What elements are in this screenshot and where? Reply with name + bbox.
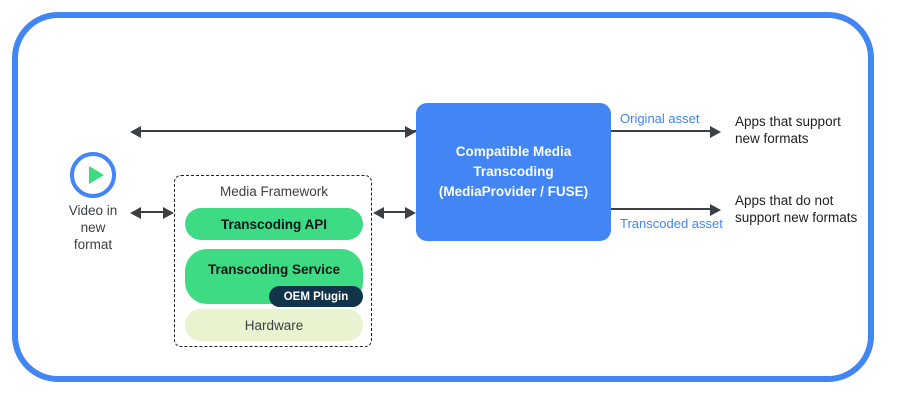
- transcoded-asset-label: Transcoded asset: [620, 216, 723, 231]
- oem-plugin-badge: OEM Plugin: [269, 286, 363, 307]
- diagram-outer-frame: [12, 12, 874, 382]
- layer-hardware: Hardware: [185, 309, 363, 341]
- arrow-transcoded-asset-head: [710, 204, 721, 216]
- arrow-original-asset-line: [611, 130, 714, 132]
- layer-transcoding-api: Transcoding API: [185, 208, 363, 240]
- arrow-video-to-framework-line: [140, 211, 170, 213]
- compatible-media-transcoding-block: Compatible Media Transcoding (MediaProvi…: [416, 103, 611, 241]
- arrow-framework-to-transcoding-head-right: [405, 207, 416, 219]
- arrow-video-to-framework-head-left: [130, 207, 141, 219]
- original-asset-label: Original asset: [620, 111, 700, 126]
- arrow-transcoded-asset-line: [611, 208, 714, 210]
- play-triangle-icon: [89, 166, 104, 184]
- arrow-framework-to-transcoding-head-left: [373, 207, 384, 219]
- media-framework-title: Media Framework: [219, 184, 329, 199]
- arrow-source-to-transcoding-head-right: [405, 126, 416, 138]
- arrow-original-asset-head: [710, 126, 721, 138]
- arrow-source-to-transcoding-line: [140, 130, 416, 132]
- media-framework-group: Media Framework Transcoding API Transcod…: [174, 175, 372, 347]
- play-circle-icon: [70, 152, 116, 198]
- apps-support-new-formats-label: Apps that support new formats: [735, 114, 841, 146]
- arrow-framework-to-transcoding-line: [383, 211, 409, 213]
- apps-not-support-new-formats-label: Apps that do not support new formats: [735, 193, 858, 225]
- arrow-source-to-transcoding-head-left: [130, 126, 141, 138]
- video-source-caption: Video in new format: [68, 203, 118, 252]
- arrow-video-to-framework-head-right: [163, 207, 174, 219]
